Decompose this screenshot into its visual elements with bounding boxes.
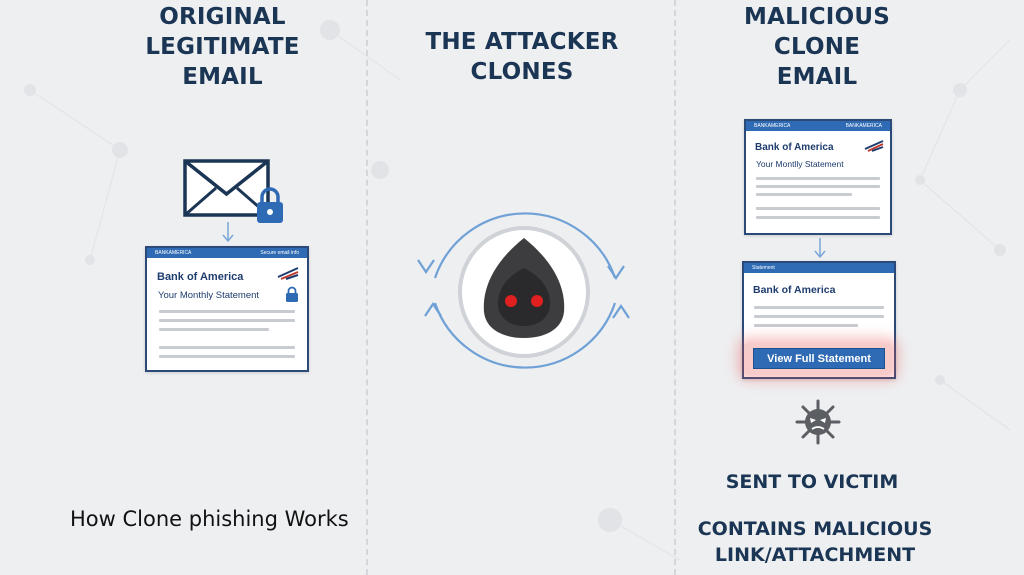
bank-logo-icon — [864, 140, 884, 152]
text-line — [756, 216, 880, 219]
email-subject: Your Monthly Statement — [158, 290, 260, 301]
text-line — [159, 328, 269, 331]
bank-name: Bank of America — [753, 284, 836, 296]
column-divider-left — [366, 0, 368, 575]
bank-logo-icon — [277, 267, 299, 280]
text-line — [754, 306, 884, 309]
column-divider-right — [674, 0, 676, 575]
virus-icon — [795, 399, 841, 445]
arrow-down-icon — [814, 238, 826, 259]
text-line — [159, 346, 295, 349]
email-header-bar: BANKAMERICA BANKAMERICA — [746, 121, 890, 131]
contains-malicious-label: CONTAINS MALICIOUS LINK/ATTACHMENT — [697, 518, 933, 566]
email-subject: Your Montlly Statement — [756, 159, 844, 169]
original-email-heading: ORIGINAL LEGITIMATE EMAIL — [145, 4, 300, 90]
email-bar-left-label: BANKAMERICA — [754, 123, 791, 129]
text-line — [756, 177, 880, 180]
malicious-clone-heading: MALICIOUS CLONE EMAIL — [744, 4, 890, 90]
bank-name: Bank of America — [755, 142, 834, 153]
email-header-bar: Statement — [744, 263, 894, 273]
clone-cycle-arrows — [417, 212, 630, 369]
text-line — [159, 310, 295, 313]
hacker-hood-icon — [458, 226, 590, 358]
sent-to-victim-label: SENT TO VICTIM — [725, 471, 899, 493]
bank-name: Bank of America — [157, 271, 244, 283]
padlock-icon — [286, 286, 298, 302]
clone-email-card: BANKAMERICA BANKAMERICA Bank of America … — [744, 119, 892, 235]
text-line — [756, 185, 880, 188]
email-bar-right-label: BANKAMERICA — [845, 123, 882, 129]
text-line — [159, 319, 295, 322]
legitimate-email-card: BANKAMERICA Secure email info Bank of Am… — [145, 246, 309, 372]
arrow-down-icon — [222, 222, 234, 243]
email-bar-left-label: Statement — [752, 265, 775, 271]
text-line — [159, 355, 295, 358]
text-line — [756, 207, 880, 210]
view-full-statement-button[interactable]: View Full Statement — [753, 348, 885, 369]
text-line — [756, 193, 852, 196]
email-header-bar: BANKAMERICA Secure email info — [147, 248, 307, 258]
envelope-icon — [183, 159, 270, 217]
diagram-caption: How Clone phishing Works — [70, 507, 349, 531]
text-line — [754, 324, 858, 327]
email-bar-left-label: BANKAMERICA — [155, 250, 192, 256]
email-bar-right-label: Secure email info — [260, 250, 299, 256]
attacker-clones-heading: THE ATTACKER CLONES — [425, 29, 619, 85]
padlock-icon — [257, 187, 283, 223]
text-line — [754, 315, 884, 318]
